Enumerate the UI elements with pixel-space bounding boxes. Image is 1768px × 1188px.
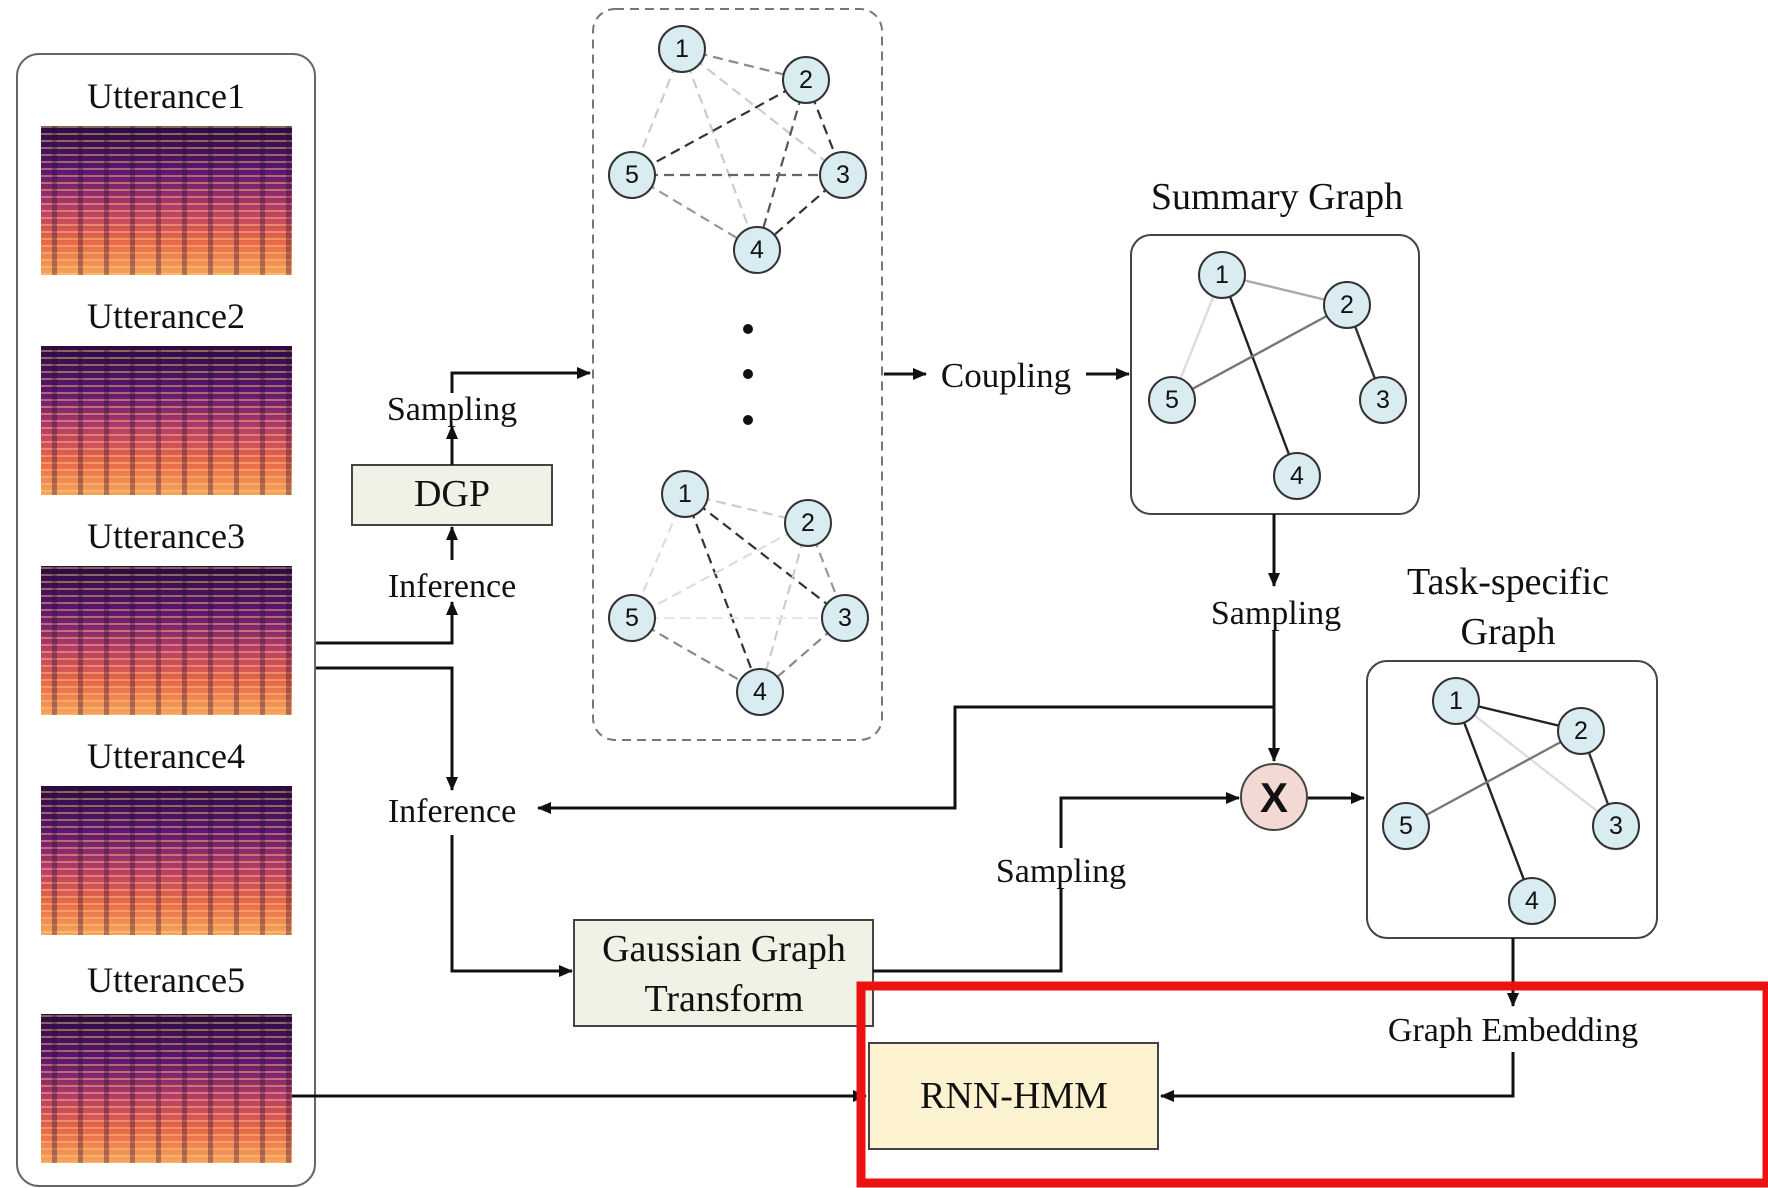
node-label: 3 — [1609, 812, 1623, 840]
node-label: 1 — [1449, 687, 1463, 715]
utterance-label-2: Utterance2 — [87, 296, 245, 336]
spectrogram-4 — [41, 786, 292, 935]
utterance-label-4: Utterance4 — [87, 736, 245, 776]
inference-label-top: Inference — [388, 568, 516, 605]
graph-node — [1592, 802, 1640, 850]
graph-node — [733, 226, 781, 274]
node-label: 4 — [1290, 462, 1304, 490]
graph-node — [819, 151, 867, 199]
multiply-node — [1240, 763, 1308, 831]
multiply-symbol: X — [1260, 774, 1288, 821]
node-label: 4 — [753, 678, 767, 706]
ellipsis-dot — [743, 324, 753, 334]
sampling-label-summary: Sampling — [1211, 595, 1341, 632]
graph-node — [1557, 707, 1605, 755]
graph-embedding-label: Graph Embedding — [1388, 1012, 1638, 1049]
utterance-label-1: Utterance1 — [87, 76, 245, 116]
task-graph-title-line1: Task-specific — [1407, 561, 1609, 603]
graph-node — [1508, 877, 1556, 925]
rnn-hmm-label: RNN-HMM — [920, 1075, 1108, 1117]
sampling-label-gauss: Sampling — [996, 853, 1126, 890]
spectrogram-2 — [41, 346, 292, 495]
gaussian-label-line1: Gaussian Graph — [602, 928, 846, 970]
graph-node — [736, 668, 784, 716]
graph-nodes-top: 1 2 3 4 5 — [608, 25, 867, 274]
node-label: 1 — [1215, 261, 1229, 289]
ellipsis-dot — [743, 369, 753, 379]
node-label: 3 — [838, 604, 852, 632]
spectrogram-1 — [41, 126, 292, 275]
sampled-graphs-panel — [592, 8, 883, 741]
node-label: 4 — [750, 236, 764, 264]
graph-node — [608, 151, 656, 199]
utterance-label-3: Utterance3 — [87, 516, 245, 556]
graph-nodes-bottom: 1 2 3 4 5 — [608, 470, 869, 716]
connectors — [292, 367, 1519, 1102]
graph-node — [1382, 802, 1430, 850]
node-label: 3 — [836, 161, 850, 189]
node-label: 3 — [1376, 386, 1390, 414]
graph-node — [1432, 677, 1480, 725]
gaussian-graph-transform-box — [573, 919, 874, 1027]
node-label: 1 — [678, 480, 692, 508]
spectrogram-5 — [41, 1014, 292, 1163]
node-label: 2 — [799, 66, 813, 94]
graph-node — [782, 56, 830, 104]
graph-node — [608, 594, 656, 642]
node-label: 5 — [1399, 812, 1413, 840]
summary-graph-title: Summary Graph — [1151, 176, 1403, 218]
graph-node — [658, 25, 706, 73]
coupling-label: Coupling — [941, 356, 1071, 395]
node-label: 5 — [1165, 386, 1179, 414]
node-label: 5 — [625, 161, 639, 189]
rnn-hmm-box — [868, 1042, 1159, 1150]
ellipsis-dot — [743, 415, 753, 425]
graph-node — [1198, 251, 1246, 299]
graph-node — [1148, 376, 1196, 424]
node-label: 2 — [1574, 717, 1588, 745]
graph-node — [1273, 452, 1321, 500]
graph-nodes-task: 1 2 3 4 5 — [1382, 677, 1640, 925]
graph-node — [1359, 376, 1407, 424]
highlight-box — [856, 981, 1768, 1188]
inference-label-mid: Inference — [388, 793, 516, 830]
dgp-label: DGP — [414, 473, 490, 515]
task-graph-title-line2: Graph — [1461, 611, 1556, 653]
node-label: 5 — [625, 604, 639, 632]
utterance-label-5: Utterance5 — [87, 960, 245, 1000]
gaussian-label-line2: Transform — [644, 978, 803, 1020]
spectrogram-3 — [41, 566, 292, 715]
graph-nodes-summary: 1 2 3 4 5 — [1148, 251, 1407, 500]
graph-node — [661, 470, 709, 518]
sampling-label-top: Sampling — [387, 391, 517, 428]
node-label: 2 — [801, 509, 815, 537]
graph-node — [821, 594, 869, 642]
graph-node — [784, 499, 832, 547]
node-label: 4 — [1525, 887, 1539, 915]
node-label: 2 — [1340, 291, 1354, 319]
node-label: 1 — [675, 35, 689, 63]
graph-node — [1323, 281, 1371, 329]
